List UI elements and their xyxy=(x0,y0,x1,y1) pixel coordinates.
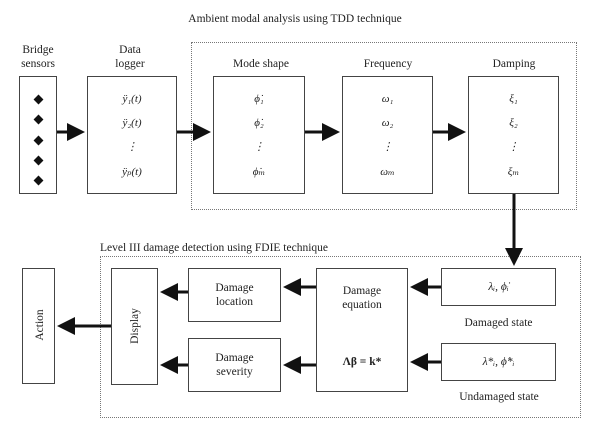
damaged-state-label: Damaged state xyxy=(464,317,533,329)
mode-value: ϕ̇₂ xyxy=(254,117,264,129)
damping-value: ⋮ xyxy=(508,141,519,153)
damage-severity-box: Damage severity xyxy=(188,338,281,392)
damage-location-label: Damage location xyxy=(215,282,254,308)
damping-value: ξ₂ xyxy=(509,117,518,129)
undamaged-state-values: λ*ᵢ, ϕ̇*ᵢ xyxy=(482,356,515,368)
damage-equation-box: Damage equation Λβ = k* xyxy=(316,268,408,392)
logger-value: ÿ₂(t) xyxy=(122,117,142,129)
mode-value: ϕ̇ₘ xyxy=(252,166,266,178)
frequency-value: ω₂ xyxy=(381,117,394,129)
frequency-box: ω₁ ω₂ ⋮ ωₘ xyxy=(342,76,433,194)
logger-value: ÿ₁(t) xyxy=(122,93,142,105)
damping-box: ξ₁ ξ₂ ⋮ ξₘ xyxy=(468,76,559,194)
damping-value: ξₘ xyxy=(507,166,520,178)
undamaged-state-box: λ*ᵢ, ϕ̇*ᵢ xyxy=(441,343,556,381)
damaged-state-box: λᵢ, ϕ̇ᵢ xyxy=(441,268,556,306)
mode-shape-box: ϕ̇₁ ϕ̇₂ ⋮ ϕ̇ₘ xyxy=(213,76,305,194)
fdie-section-title: Level III damage detection using FDIE te… xyxy=(100,242,329,254)
mode-value: ϕ̇₁ xyxy=(254,93,264,105)
display-box: Display xyxy=(111,268,158,385)
bridge-sensors-label: Bridge sensors xyxy=(21,44,55,70)
logger-value: ÿₚ(t) xyxy=(122,166,142,178)
frequency-label: Frequency xyxy=(363,58,413,70)
damaged-state-values: λᵢ, ϕ̇ᵢ xyxy=(488,281,509,293)
bridge-sensors-box xyxy=(19,76,57,194)
undamaged-state-label: Undamaged state xyxy=(459,391,539,403)
mode-value: ⋮ xyxy=(253,141,265,153)
damage-location-box: Damage location xyxy=(188,268,281,322)
logger-value: ⋮ xyxy=(126,141,138,153)
damping-label: Damping xyxy=(492,58,536,70)
frequency-value: ⋮ xyxy=(382,141,393,153)
frequency-value: ω₁ xyxy=(381,93,394,105)
tdd-section-title: Ambient modal analysis using TDD techniq… xyxy=(188,13,402,25)
damage-equation-formula: Λβ = k* xyxy=(342,356,382,368)
tdd-analysis-group xyxy=(191,42,577,210)
frequency-value: ωₘ xyxy=(380,166,395,178)
data-logger-box: ÿ₁(t) ÿ₂(t) ⋮ ÿₚ(t) xyxy=(87,76,177,194)
damage-equation-label: Damage equation xyxy=(342,285,382,311)
damage-severity-label: Damage severity xyxy=(215,352,254,378)
mode-shape-label: Mode shape xyxy=(233,58,289,70)
data-logger-label: Data logger xyxy=(115,44,145,70)
action-box: Action xyxy=(22,268,55,384)
damping-value: ξ₁ xyxy=(509,93,518,105)
fdie-detection-group xyxy=(100,256,581,418)
